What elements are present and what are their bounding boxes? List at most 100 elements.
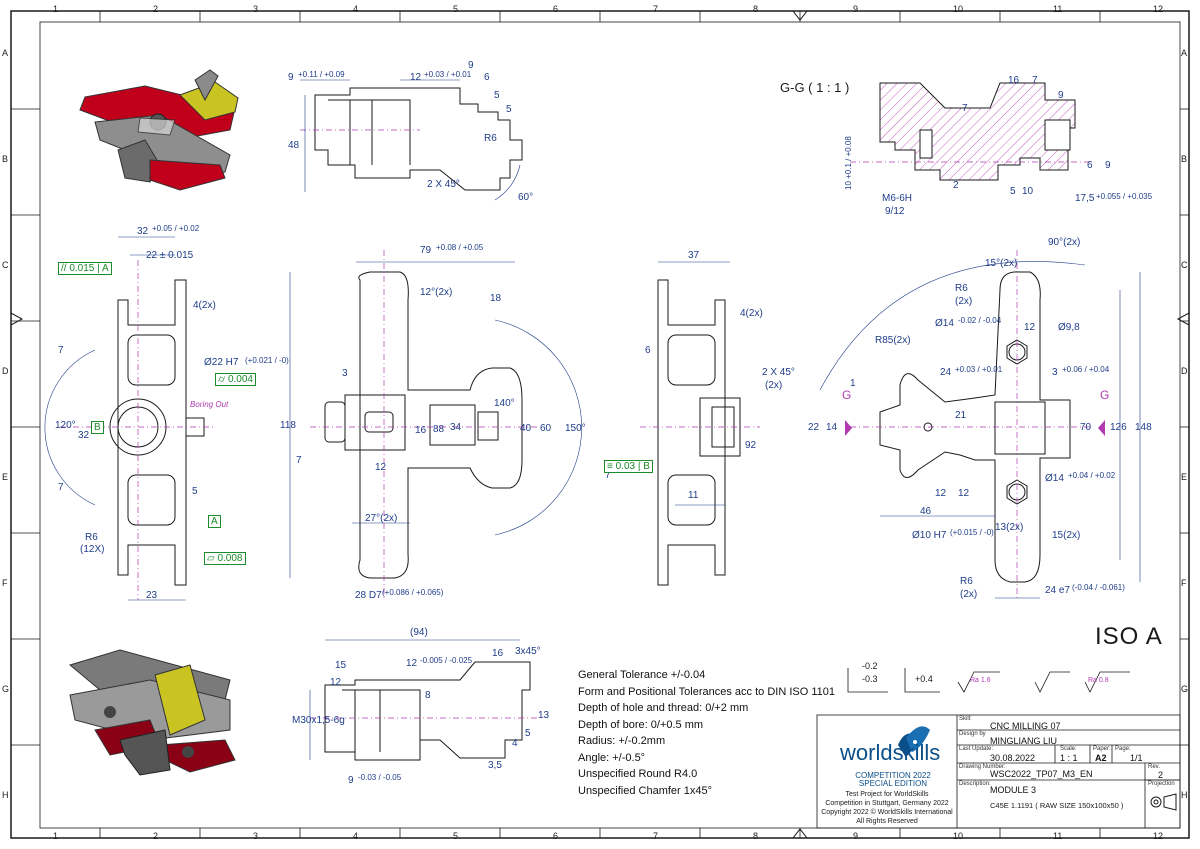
tb-projection-label: Projection [1148, 781, 1175, 787]
tb-page: 1/1 [1130, 753, 1143, 763]
competition-label: COMPETITION 2022 [855, 771, 931, 780]
dim-plan-24-tol: +0.03 / +0.01 [955, 365, 1003, 374]
row-label: C [1181, 260, 1188, 270]
dim-plan-15: 15°(2x) [985, 258, 1018, 269]
dim-plan-90: 90°(2x) [1048, 237, 1081, 248]
footer-text: Test Project for WorldSkills Competition… [817, 790, 957, 826]
section-label: G-G ( 1 : 1 ) [780, 80, 850, 95]
column-label: 8 [753, 4, 759, 14]
dim-gg-16: 16 [1008, 75, 1020, 86]
tb-rev-label: Rev. [1148, 764, 1160, 770]
dim-bottom-9-tol: -0.03 / -0.05 [358, 773, 402, 782]
column-label: 6 [553, 4, 559, 14]
cylindricity-frame: ⌭ 0.004 [215, 373, 256, 386]
dim-plan-r6b: (2x) [955, 296, 973, 307]
dim-front-79-tol: +0.08 / +0.05 [436, 243, 484, 252]
section-gg [850, 82, 1090, 181]
parallelism-frame: // 0.015 | A [58, 262, 112, 275]
row-label: H [2, 790, 9, 800]
dim-top-6: 6 [484, 72, 490, 83]
dim-left-r6: R6 [85, 532, 98, 543]
dim-plan-70: 70 [1080, 422, 1092, 433]
general-notes: General Tolerance +/-0.04 Form and Posit… [578, 667, 835, 799]
dim-plan-r6: R6 [955, 283, 968, 294]
dim-top-48: 48 [288, 140, 300, 151]
tb-material: C45E 1.1191 ( RAW SIZE 150x100x50 ) [990, 801, 1124, 810]
dim-bottom-4: 4 [512, 738, 518, 749]
edition-label: SPECIAL EDITION [858, 779, 928, 788]
dim-bottom-12b: 12 [406, 658, 418, 669]
roughness-2: Ra 0.8 [1088, 677, 1109, 684]
dim-top-9-tol: +0.11 / +0.09 [298, 70, 345, 79]
column-label: 1 [53, 831, 59, 841]
dim-front-28-tol: (+0.086 / +0.065) [382, 588, 444, 597]
row-label: E [1181, 472, 1188, 482]
parallelism-value: 0.015 [69, 263, 95, 274]
column-label: 1 [53, 4, 59, 14]
column-label: 10 [953, 4, 964, 14]
dim-bottom-16: 16 [492, 648, 504, 659]
dim-bottom-m30: M30x1,5-6g [292, 715, 345, 726]
dim-plan-13: 13(2x) [995, 522, 1024, 533]
dim-plan-r6d: (2x) [960, 589, 978, 600]
frame-grid [11, 11, 1189, 838]
row-label: H [1181, 790, 1188, 800]
dim-front-88: 88 [433, 424, 445, 435]
section-arrow-right [1098, 420, 1105, 436]
note-line: General Tolerance +/-0.04 [578, 669, 706, 681]
cylindricity-value: 0.004 [227, 374, 253, 385]
column-label: 6 [553, 831, 559, 841]
center-mark-left [10, 312, 24, 326]
dim-plan-46: 46 [920, 506, 932, 517]
dim-plan-21: 21 [955, 410, 967, 421]
center-mark-right [1176, 312, 1190, 326]
dim-plan-10h7: Ø10 H7 [912, 530, 947, 541]
dim-top-12: 12 [410, 72, 422, 83]
dim-bottom-9: 9 [348, 775, 354, 786]
dim-front-79: 79 [420, 245, 432, 256]
column-label: 7 [653, 831, 659, 841]
row-label: A [2, 48, 9, 58]
dim-plan-126: 126 [1110, 422, 1127, 433]
dim-plan-3-tol: +0.06 / +0.04 [1062, 365, 1110, 374]
symmetry-value: 0.03 [615, 461, 636, 472]
dim-front-27: 27°(2x) [365, 513, 398, 524]
dim-plan-10h7-tol: (+0.015 / -0) [950, 528, 994, 537]
dim-top-12-tol: +0.03 / +0.01 [424, 70, 472, 79]
column-label: 2 [153, 831, 159, 841]
dim-top-9b: 9 [468, 60, 474, 71]
top-view [300, 87, 523, 191]
column-label: 11 [1053, 4, 1063, 14]
dim-right-92: 92 [745, 440, 757, 451]
iso-render-bottom [68, 649, 236, 776]
datum-b-left: B [91, 421, 104, 434]
dim-top-5a: 5 [494, 90, 500, 101]
flatness-frame: ▱ 0.008 [204, 552, 246, 565]
dim-left-7: 7 [58, 345, 64, 356]
dim-plan-98: Ø9,8 [1058, 322, 1080, 333]
dim-left-22: 22 ± 0.015 [146, 250, 194, 261]
dim-plan-15v: 15(2x) [1052, 530, 1081, 541]
row-label: G [2, 684, 10, 694]
dim-bottom-12b-tol: -0.005 / -0.025 [420, 656, 473, 665]
column-label: 12 [1153, 831, 1164, 841]
iso-render-top [79, 69, 239, 191]
column-label: 7 [653, 4, 659, 14]
dim-gg-175: 17,5 [1075, 193, 1095, 204]
left-view-dims [44, 236, 186, 601]
note-line: Angle: +/-0.5° [578, 751, 646, 764]
column-label: 10 [953, 831, 964, 841]
dim-front-12: 12°(2x) [420, 287, 453, 298]
right-view-dims [658, 261, 730, 506]
row-label: C [2, 260, 9, 270]
dim-left-4: 4(2x) [193, 300, 216, 311]
dim-front-16: 16 [415, 425, 427, 436]
dim-gg-10v: 10 +0.1 / +0.08 [844, 136, 853, 190]
row-label: B [2, 154, 9, 164]
datum-a: A [208, 515, 221, 528]
bottom-view [310, 661, 540, 761]
tol-upper: -0.2 [862, 661, 878, 671]
dim-gg-m6: M6-6H [882, 193, 913, 204]
dim-plan-24e7: 24 e7 [1045, 585, 1071, 596]
